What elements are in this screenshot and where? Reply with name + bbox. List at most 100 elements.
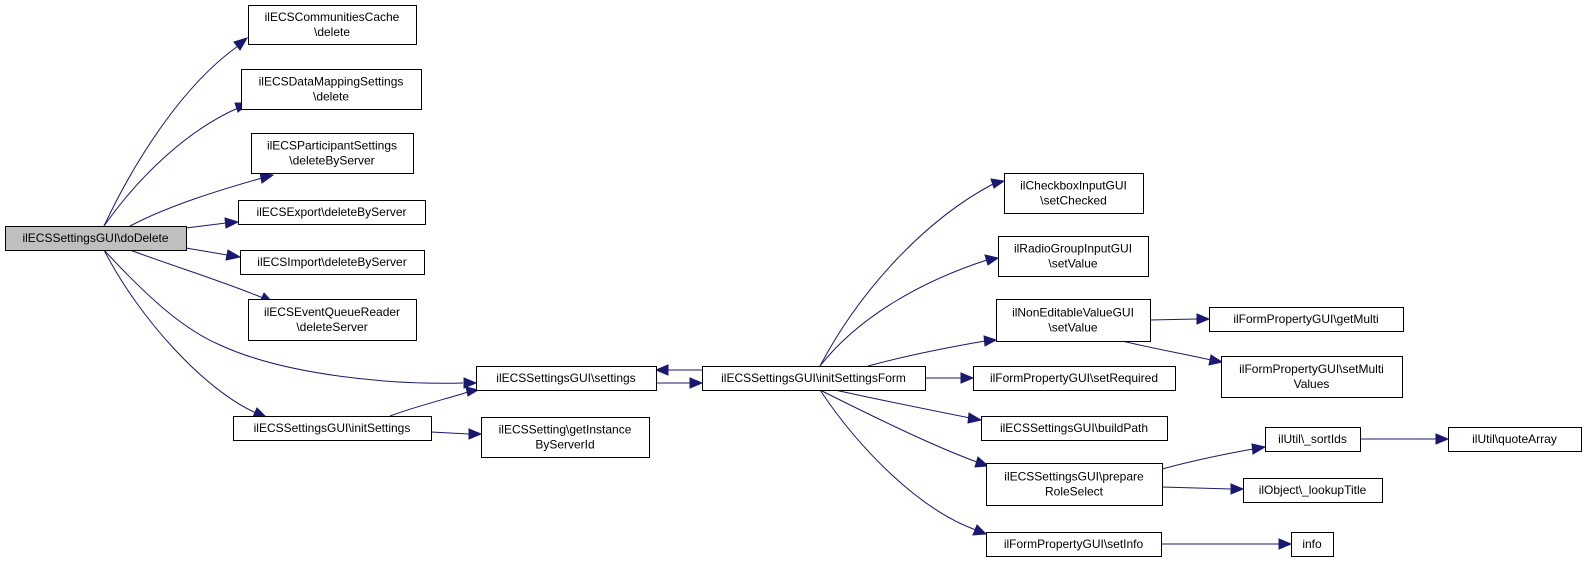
edge-initSettingsForm-to-setInfo: [819, 389, 988, 536]
node-box[interactable]: [1448, 427, 1582, 452]
edge-line: [389, 391, 469, 417]
node-box[interactable]: [5, 226, 187, 251]
edge-line: [103, 249, 257, 414]
node-dataMapping[interactable]: ilECSDataMappingSettings\delete: [241, 69, 422, 110]
edge-arrowhead: [1230, 483, 1245, 495]
edge-nonEditSetValue-to-setMultiValues: [1121, 340, 1224, 366]
node-settings[interactable]: ilECSSettingsGUI\settings: [476, 366, 657, 391]
node-label: ilUtil\_sortIds: [1278, 432, 1347, 446]
node-export[interactable]: ilECSExport\deleteByServer: [238, 200, 426, 225]
node-info[interactable]: info: [1291, 532, 1334, 557]
node-label: \deleteServer: [296, 320, 367, 334]
node-initSettings[interactable]: ilECSSettingsGUI\initSettings: [233, 416, 432, 441]
node-radioSetValue[interactable]: ilRadioGroupInputGUI\setValue: [998, 236, 1149, 277]
node-box[interactable]: [476, 366, 657, 391]
node-setRequired[interactable]: ilFormPropertyGUI\setRequired: [973, 366, 1176, 391]
node-box[interactable]: [702, 366, 926, 391]
node-box[interactable]: [251, 133, 414, 174]
edge-line: [1149, 318, 1198, 321]
node-box[interactable]: [1004, 173, 1144, 214]
edge-initSettingsForm-to-prepareRoleSelect: [819, 389, 990, 468]
node-buildPath[interactable]: ilECSSettingsGUI\buildPath: [981, 416, 1168, 441]
node-label: ilRadioGroupInputGUI: [1014, 242, 1132, 256]
node-label: ilFormPropertyGUI\setInfo: [1004, 537, 1144, 551]
node-label: ilObject\_lookupTitle: [1259, 483, 1367, 497]
edge-arrowhead: [463, 377, 478, 389]
node-communitiesCache[interactable]: ilECSCommunitiesCache\delete: [248, 5, 417, 45]
node-box[interactable]: [996, 299, 1151, 342]
node-nonEditSetValue[interactable]: ilNonEditableValueGUI\setValue: [996, 299, 1151, 342]
node-box[interactable]: [1221, 356, 1403, 398]
node-label: info: [1302, 537, 1322, 551]
node-box[interactable]: [248, 5, 417, 45]
node-lookupTitle[interactable]: ilObject\_lookupTitle: [1243, 478, 1383, 503]
edge-doDelete-to-settings: [103, 249, 478, 389]
node-box[interactable]: [998, 236, 1149, 277]
node-import[interactable]: ilECSImport\deleteByServer: [240, 250, 425, 275]
node-label: ilFormPropertyGUI\setRequired: [990, 371, 1158, 385]
edge-arrowhead: [465, 386, 480, 397]
edge-prepareRoleSelect-to-sortIds: [1154, 443, 1267, 472]
node-box[interactable]: [986, 532, 1162, 557]
edge-line: [185, 222, 227, 229]
edge-arrowhead: [1251, 443, 1267, 455]
node-label: ilUtil\quoteArray: [1472, 432, 1557, 446]
nodes-layer: ilECSSettingsGUI\doDelete ilECSCommunitie…: [5, 5, 1582, 557]
node-participant[interactable]: ilECSParticipantSettings\deleteByServer: [251, 133, 414, 174]
node-box[interactable]: [233, 416, 432, 441]
edge-doDelete-to-communitiesCache: [103, 37, 249, 227]
edge-line: [103, 45, 239, 227]
node-box[interactable]: [240, 250, 425, 275]
node-box[interactable]: [241, 69, 422, 110]
node-sortIds[interactable]: ilUtil\_sortIds: [1265, 427, 1361, 452]
node-box[interactable]: [1265, 427, 1361, 452]
node-label: ByServerId: [535, 438, 594, 452]
node-getMulti[interactable]: ilFormPropertyGUI\getMulti: [1209, 307, 1404, 332]
node-setInfo[interactable]: ilFormPropertyGUI\setInfo: [986, 532, 1162, 557]
node-box[interactable]: [248, 299, 417, 341]
edge-arrowhead: [972, 524, 988, 536]
edge-doDelete-to-import: [185, 247, 242, 261]
node-doDelete[interactable]: ilECSSettingsGUI\doDelete: [5, 226, 187, 251]
node-initSettingsForm[interactable]: ilECSSettingsGUI\initSettingsForm: [702, 366, 926, 391]
edge-line: [867, 340, 986, 367]
node-label: ilNonEditableValueGUI: [1012, 306, 1134, 320]
edge-arrowhead: [225, 249, 242, 261]
edge-arrowhead: [252, 407, 268, 418]
node-label: \delete: [314, 25, 350, 39]
edge-line: [834, 389, 971, 419]
edge-line: [1161, 486, 1232, 490]
edge-arrowhead: [259, 172, 275, 184]
edge-arrowhead: [233, 37, 249, 51]
node-quoteArray[interactable]: ilUtil\quoteArray: [1448, 427, 1582, 452]
edge-arrowhead: [1208, 354, 1224, 366]
node-box[interactable]: [481, 417, 650, 458]
node-eventQueue[interactable]: ilECSEventQueueReader\deleteServer: [248, 299, 417, 341]
node-box[interactable]: [1209, 307, 1404, 332]
edge-initSettingsForm-to-buildPath: [834, 389, 983, 424]
node-box[interactable]: [981, 416, 1168, 441]
node-label: ilECSParticipantSettings: [267, 139, 397, 153]
node-label: ilCheckboxInputGUI: [1020, 179, 1127, 193]
edge-arrowhead: [689, 377, 704, 389]
node-box[interactable]: [1243, 478, 1383, 503]
node-label: ilECSExport\deleteByServer: [256, 205, 406, 219]
node-box[interactable]: [973, 366, 1176, 391]
node-box[interactable]: [1291, 532, 1334, 557]
node-label: ilECSDataMappingSettings: [259, 75, 404, 89]
node-label: \setValue: [1048, 257, 1097, 271]
node-label: ilECSCommunitiesCache: [265, 10, 400, 24]
node-label: ilECSSettingsGUI\buildPath: [1000, 421, 1148, 435]
edge-line: [185, 247, 228, 256]
edge-line: [819, 259, 988, 367]
edge-initSettingsForm-to-setChecked: [819, 178, 1006, 367]
node-setChecked[interactable]: ilCheckboxInputGUI\setChecked: [1004, 173, 1144, 214]
edge-line: [1154, 448, 1254, 472]
node-box[interactable]: [986, 463, 1163, 506]
node-box[interactable]: [238, 200, 426, 225]
edge-line: [819, 183, 994, 367]
